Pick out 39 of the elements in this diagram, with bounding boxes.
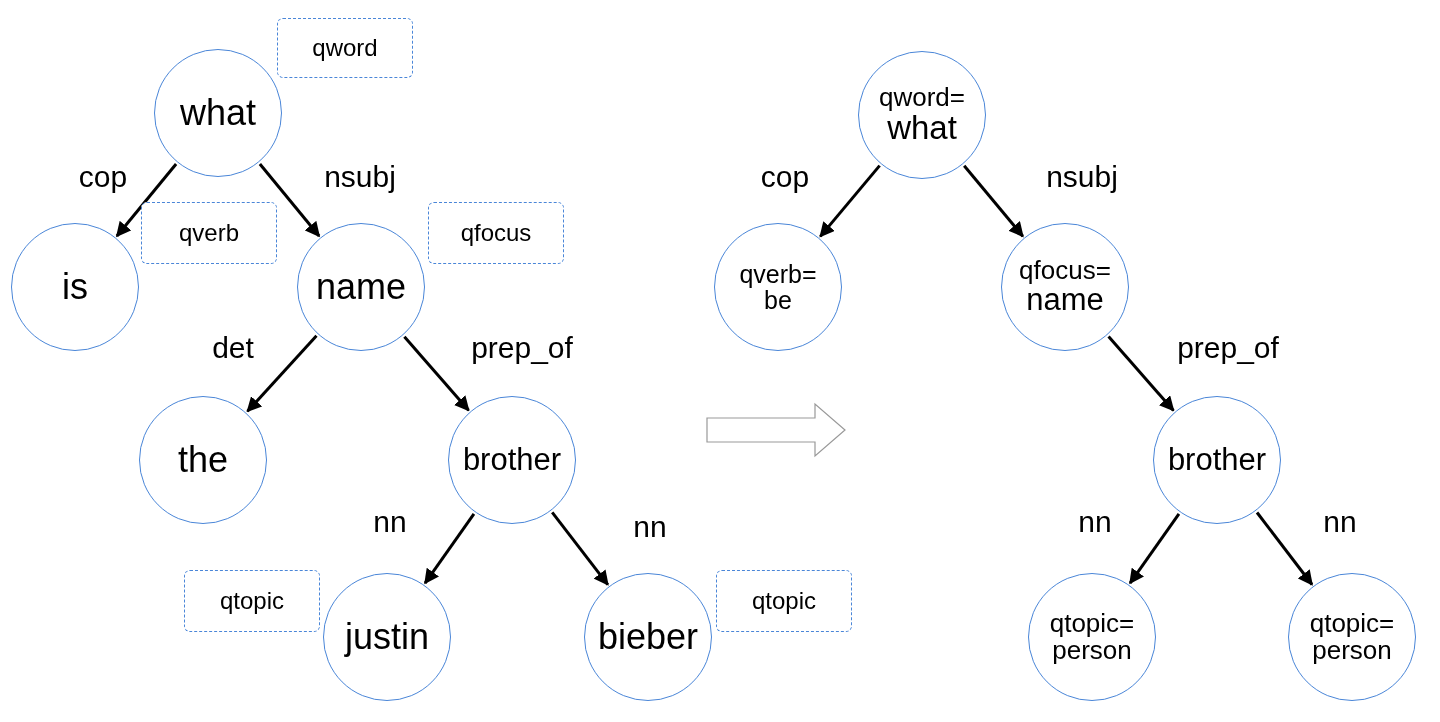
tag-label: qtopic [219, 588, 284, 614]
word-label: what [887, 111, 957, 146]
word-label: name [1026, 284, 1104, 317]
arrow [1128, 513, 1181, 585]
word-label: brother [1167, 443, 1267, 477]
word-label: qfocus= [1019, 257, 1111, 285]
word-label: the [177, 441, 228, 479]
arrow [423, 513, 476, 585]
arrow [115, 163, 178, 238]
arrow [1107, 335, 1175, 412]
tag-box [184, 570, 320, 632]
word-label: is [62, 268, 88, 306]
word-label: person [1052, 637, 1132, 665]
tag-box [277, 18, 413, 78]
tag-label: qtopic [751, 588, 816, 614]
tag-label: qverb [178, 220, 239, 246]
arrow [819, 164, 881, 238]
tag-box [716, 570, 852, 632]
tag-box [428, 202, 564, 264]
word-label: person [1312, 637, 1392, 665]
word-label: name [315, 268, 407, 306]
tag-label: qfocus [460, 220, 532, 246]
tag-box [141, 202, 277, 264]
word-label: qverb= [739, 260, 817, 287]
word-label: qtopic= [1049, 609, 1135, 637]
tag-label: qword [312, 35, 378, 61]
word-label: brother [462, 443, 562, 477]
word-label: qword= [879, 84, 965, 112]
arrow [1255, 511, 1314, 586]
arrow [258, 163, 321, 238]
word-label: justin [344, 618, 429, 656]
word-label: bieber [597, 618, 699, 656]
arrow [246, 334, 318, 413]
word-label: what [179, 94, 256, 132]
word-label: qtopic= [1309, 609, 1395, 637]
word-label: be [764, 287, 792, 314]
arrow [963, 164, 1024, 238]
arrow [551, 511, 609, 586]
arrow [403, 335, 470, 412]
